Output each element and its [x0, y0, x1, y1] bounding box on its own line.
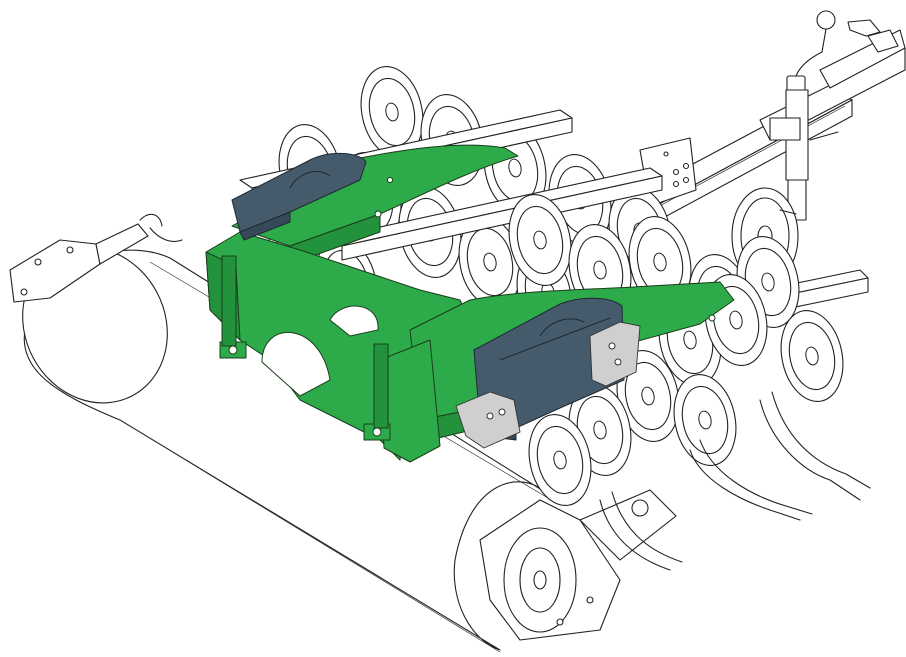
front-disc-9: [673, 374, 737, 466]
front-disc-7: [780, 310, 844, 402]
roller-bracket-right: [479, 489, 677, 641]
coupler-bracket-plates: [455, 321, 641, 449]
spring-tines: [139, 213, 871, 571]
roller-bracket-left: [9, 223, 149, 303]
hitch-crank: [786, 10, 899, 95]
front-disc-11: [528, 414, 592, 506]
coupler-clamp-rear: [231, 152, 367, 241]
front-disc-0: [508, 194, 572, 286]
disc-rows-front: [508, 194, 844, 506]
front-disc-10: [568, 384, 632, 476]
back-disc-0: [360, 66, 424, 158]
